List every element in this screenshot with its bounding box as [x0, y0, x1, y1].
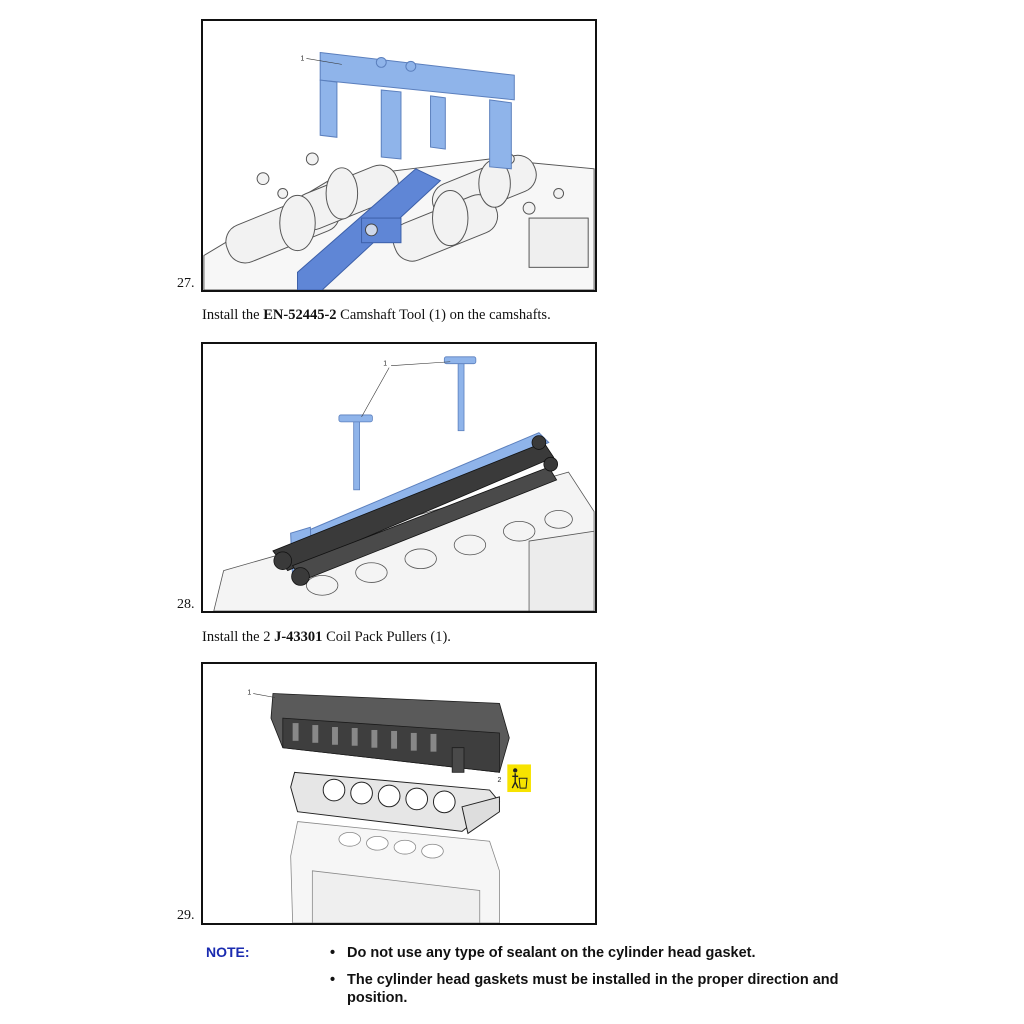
note-list: Do not use any type of sealant on the cy…	[330, 944, 870, 1016]
step-28-caption: Install the 2 J-43301 Coil Pack Pullers …	[202, 629, 451, 645]
camshaft-tool-diagram: 1	[203, 51, 595, 290]
cylinder-head-gasket-diagram: 1 2	[247, 690, 531, 923]
callout-2: 2	[497, 777, 501, 784]
step-29-number: 29.	[177, 908, 195, 923]
note-item: The cylinder head gaskets must be instal…	[330, 971, 870, 1007]
step-28-illustration: 1	[201, 342, 597, 613]
step-27-caption: Install the EN-52445-2 Camshaft Tool (1)…	[202, 307, 551, 323]
step-29-illustration: 1 2	[201, 662, 597, 925]
step-28-number: 28.	[177, 597, 195, 612]
tool-number: J-43301	[274, 629, 323, 645]
callout-1: 1	[300, 55, 304, 62]
note-item: Do not use any type of sealant on the cy…	[330, 944, 870, 962]
note-label: NOTE:	[206, 944, 250, 960]
callout-1: 1	[247, 690, 251, 697]
person-trash-disposal-icon	[507, 764, 531, 793]
step-27-illustration: 1	[201, 19, 597, 292]
tool-number: EN-52445-2	[263, 307, 337, 323]
coil-pack-puller-diagram: 1	[213, 356, 595, 611]
callout-1: 1	[383, 361, 387, 368]
step-27-number: 27.	[177, 276, 195, 291]
